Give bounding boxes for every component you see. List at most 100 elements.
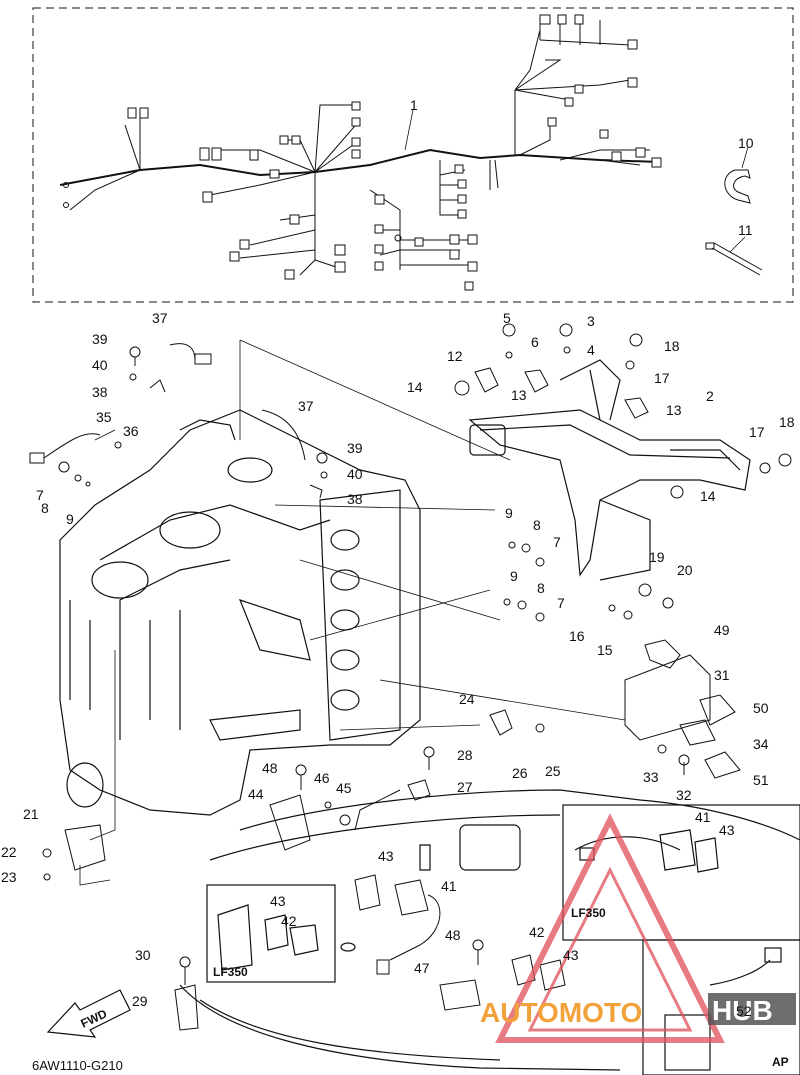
callout-24: 24 [459,691,475,707]
callout-21: 21 [23,806,39,822]
callout-35: 35 [96,409,112,425]
watermark-hub-box [708,993,796,1025]
bottom-cowling-outline [179,789,800,1071]
clip-part-34 [679,719,716,746]
callout-43: 43 [270,893,286,909]
fwd-arrow: FWD [46,989,131,1038]
callout-26: 26 [512,765,528,781]
small-parts-right [624,639,741,779]
callout-13: 13 [511,387,527,403]
harness-trunk [59,148,661,186]
wire-harness-group [32,7,794,303]
callout-52: 52 [736,1003,752,1019]
callout-23: 23 [1,869,17,885]
callout-14: 14 [700,488,716,504]
callout-45: 45 [336,780,352,796]
callout-40: 40 [92,357,108,373]
cylinder-head-ports [330,529,360,711]
callout-7: 7 [553,534,561,550]
inset-label-lf350-left: LF350 [213,965,248,979]
callout-43: 43 [719,822,735,838]
callout-41: 41 [441,878,457,894]
callout-43: 43 [563,947,579,963]
callout-33: 33 [643,769,659,785]
inset-label-lf350-right: LF350 [571,906,606,920]
callout-17: 17 [749,424,765,440]
callout-19: 19 [649,549,665,565]
component-block [459,824,521,871]
callout-8: 8 [41,500,49,516]
callout-39: 39 [92,331,108,347]
callout-30: 30 [135,947,151,963]
callout-3: 3 [587,313,595,329]
callout-40: 40 [347,466,363,482]
callout-11: 11 [738,222,753,238]
callout-38: 38 [92,384,108,400]
callout-49: 49 [714,622,730,638]
callout-6: 6 [531,334,539,350]
bracket-assembly-part-2 [468,359,751,581]
callout-labels: 1 10 11 37 39 40 38 35 36 37 39 40 38 7 … [1,97,795,1019]
callout-9: 9 [505,505,513,521]
callout-31: 31 [714,667,730,683]
callout-13: 13 [666,402,682,418]
callout-4: 4 [587,342,595,358]
engine-block-outline [59,409,421,816]
callout-14: 14 [407,379,423,395]
callout-7: 7 [557,595,565,611]
callout-22: 22 [1,844,17,860]
callout-8: 8 [537,580,545,596]
callout-38: 38 [347,491,363,507]
callout-48: 48 [445,927,461,943]
clip-part-51 [704,751,741,779]
inset-box-lf350-left [206,884,336,983]
bracket-part-31 [624,654,711,741]
watermark-text-automoto: AUTOMOTO [480,997,642,1028]
callout-8: 8 [533,517,541,533]
callout-5: 5 [503,310,511,326]
fastener-marks [29,323,792,1031]
wire-band-part-11 [711,242,763,276]
watermark-logo [495,813,725,1043]
callout-1: 1 [410,97,418,113]
callout-2: 2 [706,388,714,404]
callout-50: 50 [753,700,769,716]
callout-10: 10 [738,135,754,151]
inset-label-ap: AP [772,1055,789,1069]
callout-37: 37 [298,398,314,414]
callout-47: 47 [414,960,430,976]
callout-41: 41 [695,809,711,825]
pulley [66,762,104,808]
callout-20: 20 [677,562,693,578]
callout-36: 36 [123,423,139,439]
callout-34: 34 [753,736,769,752]
callout-9: 9 [66,511,74,527]
callout-18: 18 [664,338,680,354]
callout-44: 44 [248,786,264,802]
clip-part-49 [644,639,681,669]
callout-46: 46 [314,770,330,786]
callout-25: 25 [545,763,561,779]
callout-28: 28 [457,747,473,763]
reference-code: 6AW1110-G210 [32,1058,123,1073]
callout-17: 17 [654,370,670,386]
callout-42: 42 [281,913,297,929]
callout-9: 9 [510,568,518,584]
callout-37: 37 [152,310,168,326]
callout-7: 7 [36,487,44,503]
clip-part-50 [699,694,736,726]
callout-29: 29 [132,993,148,1009]
callout-42: 42 [529,924,545,940]
callout-51: 51 [753,772,769,788]
callout-15: 15 [597,642,613,658]
callout-27: 27 [457,779,473,795]
harness-dashed-frame [32,7,794,303]
callout-18: 18 [779,414,795,430]
harness-clamp-part-10 [724,169,751,204]
callout-32: 32 [676,787,692,803]
callout-43: 43 [378,848,394,864]
fwd-arrow-shape [46,989,131,1038]
callout-39: 39 [347,440,363,456]
